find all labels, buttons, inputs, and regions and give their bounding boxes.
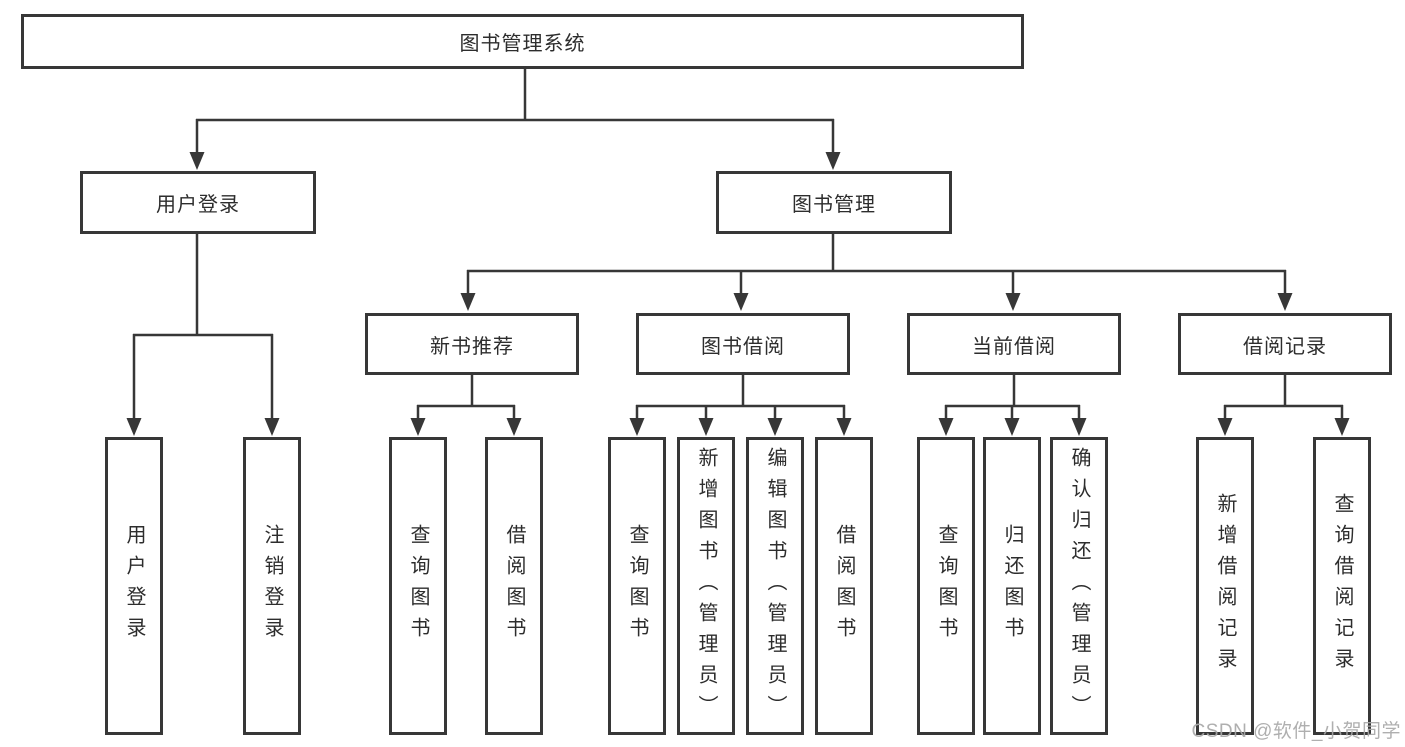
node-book-management: 图书管理 xyxy=(716,171,952,234)
leaf-user-login-label: 用户登录 xyxy=(123,524,145,648)
node-user-login: 用户登录 xyxy=(80,171,316,234)
node-user-login-label: 用户登录 xyxy=(156,194,240,216)
leaf-add-book-admin: 新增图书（管理员） xyxy=(677,437,735,735)
leaf-logout-label: 注销登录 xyxy=(261,524,283,648)
node-borrow-record: 借阅记录 xyxy=(1178,313,1392,375)
node-new-book-recommend: 新书推荐 xyxy=(365,313,579,375)
leaf-confirm-return-admin-label: 确认归还（管理员） xyxy=(1068,446,1090,726)
node-borrow-record-label: 借阅记录 xyxy=(1243,335,1327,358)
leaf-query-borrow-record-label: 查询借阅记录 xyxy=(1331,493,1353,679)
node-new-book-recommend-label: 新书推荐 xyxy=(430,335,514,358)
leaf-borrow-book-1-label: 借阅图书 xyxy=(503,524,525,648)
leaf-borrow-book-2-label: 借阅图书 xyxy=(833,524,855,648)
node-root: 图书管理系统 xyxy=(21,14,1024,69)
node-current-borrow: 当前借阅 xyxy=(907,313,1121,375)
leaf-edit-book-admin-label: 编辑图书（管理员） xyxy=(764,446,786,726)
node-current-borrow-label: 当前借阅 xyxy=(972,335,1056,358)
watermark-text: CSDN @软件_小贺同学 xyxy=(1191,721,1401,742)
leaf-logout: 注销登录 xyxy=(243,437,301,735)
leaf-query-book-3-label: 查询图书 xyxy=(935,524,957,648)
leaf-query-borrow-record: 查询借阅记录 xyxy=(1313,437,1371,735)
leaf-user-login: 用户登录 xyxy=(105,437,163,735)
leaf-return-book-label: 归还图书 xyxy=(1001,524,1023,648)
leaf-query-book-2: 查询图书 xyxy=(608,437,666,735)
leaf-add-borrow-record: 新增借阅记录 xyxy=(1196,437,1254,735)
leaf-query-book-1: 查询图书 xyxy=(389,437,447,735)
leaf-borrow-book-2: 借阅图书 xyxy=(815,437,873,735)
leaf-borrow-book-1: 借阅图书 xyxy=(485,437,543,735)
node-book-borrow-label: 图书借阅 xyxy=(701,335,785,358)
leaf-add-book-admin-label: 新增图书（管理员） xyxy=(695,446,717,726)
leaf-query-book-3: 查询图书 xyxy=(917,437,975,735)
leaf-add-borrow-record-label: 新增借阅记录 xyxy=(1214,493,1236,679)
node-book-management-label: 图书管理 xyxy=(792,194,876,216)
leaf-return-book: 归还图书 xyxy=(983,437,1041,735)
leaf-query-book-1-label: 查询图书 xyxy=(407,524,429,648)
leaf-query-book-2-label: 查询图书 xyxy=(626,524,648,648)
node-book-borrow: 图书借阅 xyxy=(636,313,850,375)
node-root-label: 图书管理系统 xyxy=(459,33,586,55)
leaf-confirm-return-admin: 确认归还（管理员） xyxy=(1050,437,1108,735)
leaf-edit-book-admin: 编辑图书（管理员） xyxy=(746,437,804,735)
